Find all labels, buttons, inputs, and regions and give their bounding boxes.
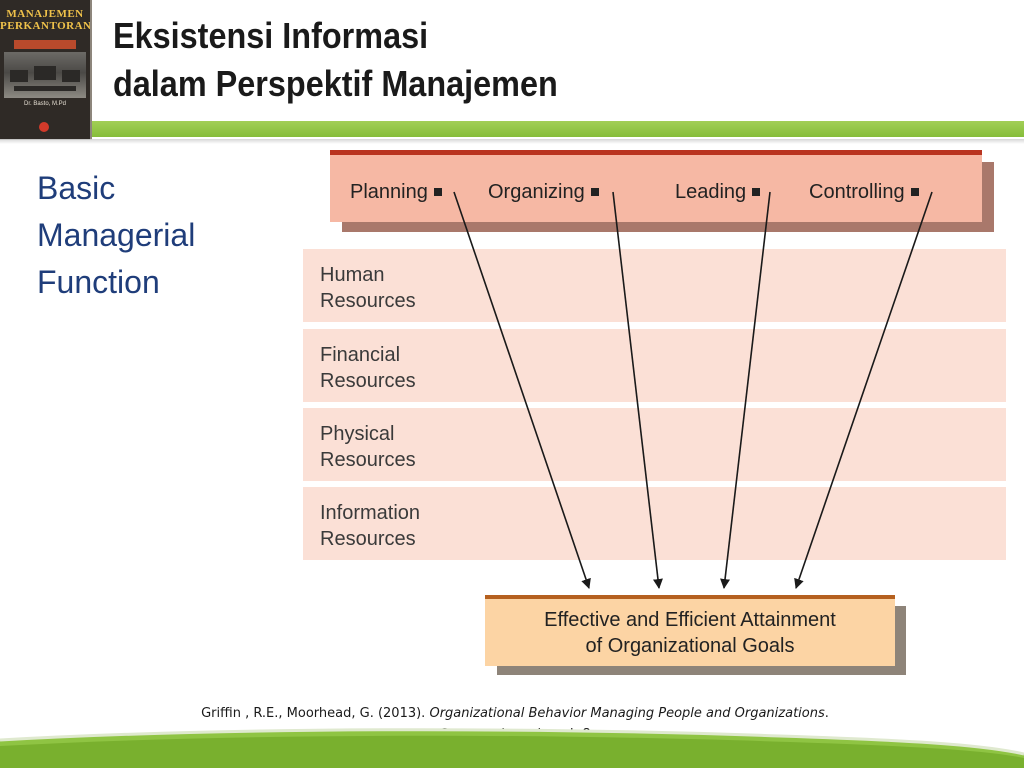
side-label-line3: Function (37, 264, 160, 300)
header-green-bar (92, 121, 1024, 137)
book-cover-logo: MANAJEMEN PERKANTORAN Dr. Basto, M.Pd (0, 0, 92, 140)
resource-label-line1: Physical (320, 423, 395, 445)
function-organizing: Organizing (488, 181, 599, 204)
resource-label: Human Resources (320, 262, 416, 314)
page-title-line1: Eksistensi Informasi (113, 15, 429, 56)
function-planning-label: Planning (350, 181, 428, 203)
resource-label-line2: Resources (320, 528, 416, 550)
resource-label: Physical Resources (320, 421, 416, 473)
publisher-mark-icon (39, 122, 49, 132)
cover-title-line1: MANAJEMEN (6, 8, 84, 20)
goal-box: Effective and Efficient Attainment of Or… (485, 595, 895, 666)
resource-row-human: Human Resources (303, 249, 1006, 322)
resource-label-line1: Financial (320, 344, 401, 366)
function-planning: Planning (350, 181, 442, 204)
function-leading: Leading (675, 181, 761, 204)
page-title: Eksistensi Informasi dalam Perspektif Ma… (113, 12, 558, 108)
cover-title: MANAJEMEN PERKANTORAN (0, 8, 90, 32)
cover-subtitle-band (14, 40, 76, 49)
resource-label-line1: Information (320, 502, 421, 524)
footer-wave (0, 728, 1024, 768)
bullet-square-icon (433, 188, 442, 196)
functions-box: Planning Organizing Leading Controlling (330, 150, 982, 222)
resource-label-line2: Resources (320, 449, 416, 471)
goal-line2: of Organizational Goals (585, 635, 795, 657)
resource-label: Information Resources (320, 500, 420, 552)
function-organizing-label: Organizing (488, 181, 585, 203)
citation-period: . (824, 706, 829, 721)
function-controlling: Controlling (809, 181, 919, 204)
citation-line1: Griffin , R.E., Moorhead, G. (2013). Org… (130, 703, 900, 724)
resource-label-line1: Human (320, 264, 385, 286)
function-leading-label: Leading (675, 181, 747, 203)
side-label-line2: Managerial (37, 217, 196, 253)
cover-office-photo (4, 52, 86, 98)
side-label-line1: Basic (37, 170, 116, 206)
resource-label: Financial Resources (320, 342, 416, 394)
cover-author: Dr. Basto, M.Pd (23, 101, 66, 107)
resource-label-line2: Resources (320, 290, 416, 312)
resource-row-physical: Physical Resources (303, 408, 1006, 481)
citation-authors: Griffin , R.E., Moorhead, G. (2013). (201, 706, 426, 721)
cover-title-line2: PERKANTORAN (0, 20, 92, 32)
bullet-square-icon (910, 188, 919, 196)
header-shadow (0, 139, 1024, 144)
function-controlling-label: Controlling (809, 181, 905, 203)
citation-title: Organizational Behavior Managing People … (429, 706, 825, 721)
resource-row-information: Information Resources (303, 487, 1006, 560)
bullet-square-icon (752, 188, 761, 196)
resource-label-line2: Resources (320, 370, 416, 392)
goal-line1: Effective and Efficient Attainment (544, 609, 836, 631)
bullet-square-icon (590, 188, 599, 196)
page-title-line2: dalam Perspektif Manajemen (113, 63, 558, 104)
side-label: Basic Managerial Function (37, 165, 257, 306)
resource-row-financial: Financial Resources (303, 329, 1006, 402)
